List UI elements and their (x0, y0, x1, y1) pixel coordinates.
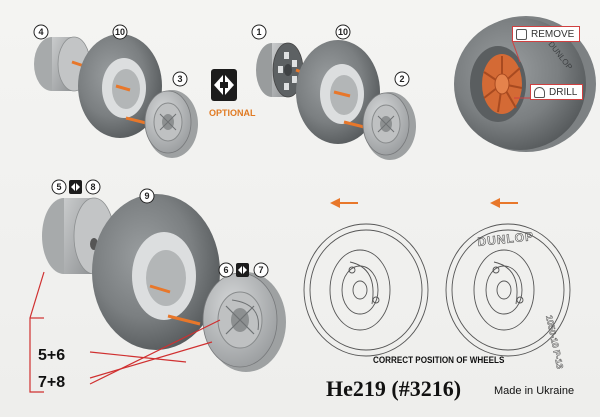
callout-9: 9 (139, 188, 155, 204)
assembled-wheel-render: DUNLOP (454, 16, 596, 152)
optional-label: OPTIONAL (209, 108, 256, 118)
eraser-icon (516, 28, 527, 40)
remove-label: REMOVE (531, 28, 575, 40)
drill-icon (534, 86, 545, 98)
svg-text:6: 6 (223, 265, 228, 275)
drill-label: DRILL (549, 86, 578, 98)
combo-bracket (29, 271, 221, 393)
drill-tag: DRILL (530, 84, 584, 100)
part-tire-large (92, 194, 220, 350)
part-spoked-hub (256, 42, 304, 98)
part-hub-disc (34, 36, 91, 92)
callout-7: 7 (253, 262, 269, 278)
group-optional-wheel (256, 40, 416, 160)
svg-text:5: 5 (56, 182, 61, 192)
svg-text:9: 9 (144, 191, 149, 201)
swap-arrows-icon (236, 263, 249, 277)
svg-text:10: 10 (338, 27, 348, 37)
wheel-line-drawing-right (445, 223, 571, 357)
correct-position-caption: CORRECT POSITION OF WHEELS (373, 355, 505, 365)
group-standard-wheel (34, 34, 198, 158)
svg-text:8: 8 (90, 182, 95, 192)
made-in-label: Made in Ukraine (494, 385, 575, 397)
callout-3: 3 (172, 71, 188, 87)
callout-10: 10 (112, 24, 128, 40)
orange-spoked-hub (482, 54, 523, 114)
combo-second: 7+8 (38, 374, 66, 391)
svg-text:3: 3 (177, 74, 182, 84)
combo-first: 5+6 (38, 347, 66, 364)
swap-arrows-icon (69, 180, 82, 194)
group-main-wheel-large (42, 194, 286, 372)
callout-1: 1 (251, 24, 267, 40)
swap-arrows-icon (211, 69, 237, 101)
remove-tag: REMOVE (512, 26, 581, 42)
correct-position-diagram: DUNLOP 1050-10 P-13 (303, 198, 571, 370)
part-outer-hub (144, 90, 198, 158)
part-outer-hub-large (202, 272, 286, 372)
part-outer-hub (362, 92, 416, 160)
svg-text:7: 7 (258, 265, 263, 275)
callout-10-b: 10 (335, 24, 351, 40)
svg-text:4: 4 (38, 27, 43, 37)
tire-brand-outline-lettering: DUNLOP (477, 229, 535, 249)
wheel-line-drawing-left (303, 223, 429, 357)
callout-8: 8 (85, 179, 101, 195)
page-title: He219 (#3216) (326, 376, 462, 401)
callout-6: 6 (218, 262, 234, 278)
callout-5: 5 (51, 179, 67, 195)
callout-4: 4 (33, 24, 49, 40)
callout-2: 2 (394, 71, 410, 87)
svg-text:10: 10 (115, 27, 125, 37)
svg-text:1: 1 (256, 27, 261, 37)
svg-text:2: 2 (399, 74, 404, 84)
